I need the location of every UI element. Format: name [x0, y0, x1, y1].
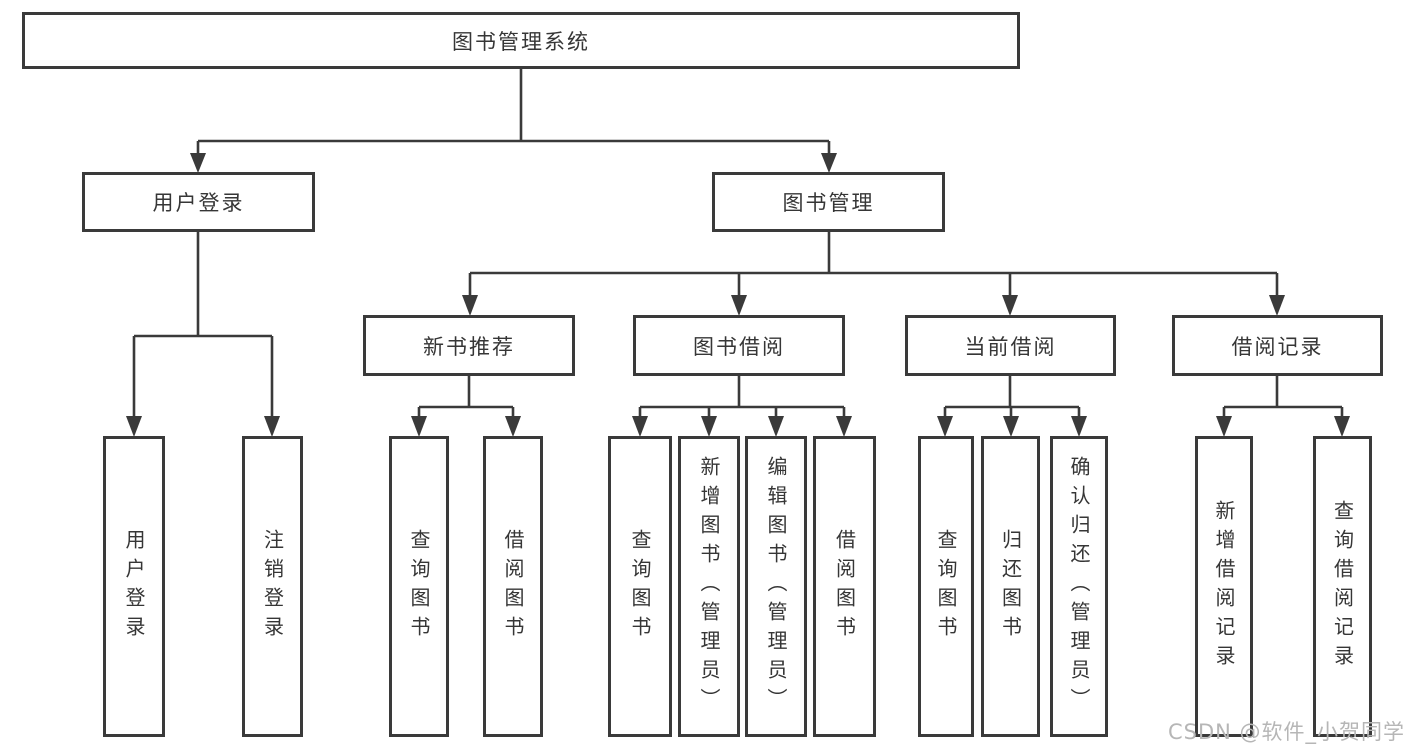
- node-new-book-recommendation: 新书推荐: [363, 315, 575, 376]
- watermark-text: CSDN @软件_小贺同学: [1168, 720, 1405, 744]
- node-borrow-books-recommend: 借阅图书: [483, 436, 543, 737]
- node-borrow-books-borrowing: 借阅图书: [813, 436, 876, 737]
- node-edit-books-admin: 编辑图书（管理员）: [745, 436, 807, 737]
- node-current-borrowing: 当前借阅: [905, 315, 1116, 376]
- node-add-borrow-record: 新增借阅记录: [1195, 436, 1253, 737]
- node-logout: 注销登录: [242, 436, 303, 737]
- node-add-books-admin: 新增图书（管理员）: [678, 436, 740, 737]
- node-query-books-current: 查询图书: [918, 436, 974, 737]
- node-user-login: 用户登录: [103, 436, 165, 737]
- node-return-books: 归还图书: [981, 436, 1040, 737]
- node-borrowing-records: 借阅记录: [1172, 315, 1383, 376]
- node-confirm-return-admin: 确认归还（管理员）: [1050, 436, 1108, 737]
- node-query-borrow-record: 查询借阅记录: [1313, 436, 1372, 737]
- node-book-management-branch: 图书管理: [712, 172, 945, 232]
- node-query-books-recommend: 查询图书: [389, 436, 449, 737]
- node-book-borrowing: 图书借阅: [633, 315, 845, 376]
- node-user-login-branch: 用户登录: [82, 172, 315, 232]
- node-query-books-borrowing: 查询图书: [608, 436, 672, 737]
- node-library-management-system: 图书管理系统: [22, 12, 1020, 69]
